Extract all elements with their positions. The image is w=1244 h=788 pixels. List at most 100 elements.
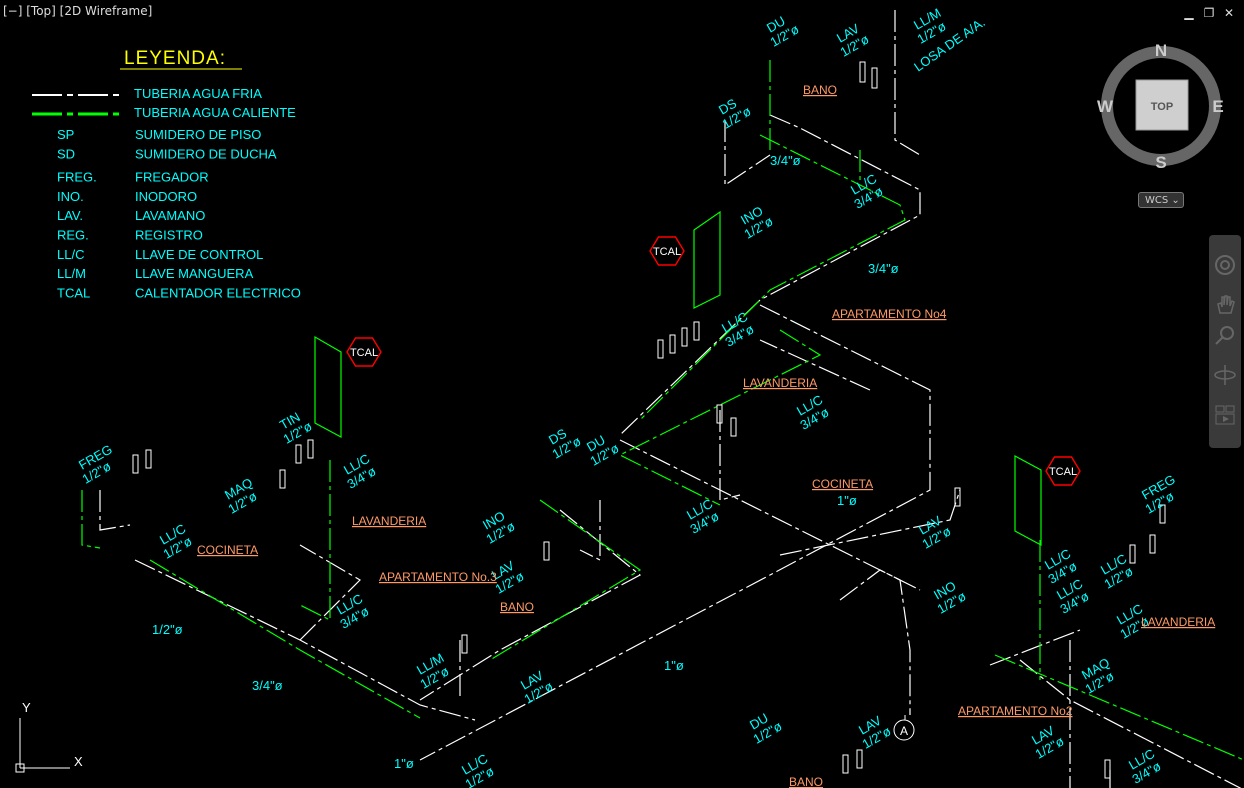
room-label: LAVANDERIA [743,376,817,390]
legend-item-desc: FREGADOR [135,170,209,185]
viewcube-top-face[interactable] [1135,79,1189,131]
legend-item-desc: SUMIDERO DE DUCHA [135,146,277,161]
fixture-annotation: LL/C3/4"ø [341,451,379,492]
fixture-annotation: LL/C3/4"ø [848,171,886,212]
legend-item-abbr: LL/M [57,266,86,281]
orbit-icon[interactable] [1213,363,1237,387]
pipe-size-label: 1/2"ø [152,622,183,637]
pan-hand-icon[interactable] [1213,293,1237,317]
ucs-icon: Y X [15,700,83,773]
room-label: LAVANDERIA [352,514,426,528]
legend-item-desc: LLAVE DE CONTROL [135,247,263,262]
legend-item-abbr: SD [57,146,75,161]
showmotion-icon[interactable] [1213,403,1237,427]
fixture-annotation: LL/C3/4"ø [684,496,722,537]
heater-hexagon [1045,456,1081,486]
fixture-annotation: LL/C3/4"ø [334,591,372,632]
fixture-annotation: LL/M1/2"ø [414,650,452,692]
pipe-size-label: 1"ø [837,493,857,508]
heater-hexagon [346,337,382,367]
legend-item-abbr: TCAL [57,285,90,300]
minimize-button[interactable]: ▁ [1184,6,1194,20]
heater-bodies [314,210,1042,547]
fixture-annotation: DU1/2"ø [584,432,622,469]
room-label: COCINETA [812,477,873,491]
fixture-annotation: LL/C1/2"ø [157,521,195,562]
fixture-annotation: DU1/2"ø [764,13,802,50]
room-label: APARTAMENTO No2 [958,704,1073,718]
fixture-annotation: LL/C3/4"ø [1126,746,1164,787]
legend-item-desc: INODORO [135,189,197,204]
viewport-controls-label[interactable]: [−] [Top] [2D Wireframe] [3,4,153,18]
fixture-annotation: LL/C1/2"ø [459,751,497,788]
close-button[interactable]: ✕ [1223,6,1235,20]
pipe-size-label: 3/4"ø [252,678,283,693]
viewcube-south[interactable]: S [1155,153,1166,172]
legend-item-desc: LAVAMANO [135,208,205,223]
legend-title: LEYENDA: [124,48,226,69]
viewcube-north[interactable]: N [1155,41,1167,60]
legend-item-abbr: FREG. [57,170,97,185]
legend-hot-label: TUBERIA AGUA CALIENTE [134,105,296,120]
hot-water-piping [81,60,1244,761]
viewcube-east[interactable]: E [1212,97,1223,116]
room-label: COCINETA [197,543,258,557]
legend-cold-label: TUBERIA AGUA FRIA [134,86,262,101]
pipe-size-label: 1"ø [394,756,414,771]
room-label: APARTAMENTO No.3 [379,570,497,584]
pipe-size-label: 3/4"ø [868,261,899,276]
heater-label: TCAL [350,347,378,359]
fixture-annotation: DS1/2"ø [546,425,584,461]
pipe-size-label: 1"ø [664,658,684,673]
heater-label: TCAL [1049,466,1077,478]
fixture-annotation: DS1/2"ø [716,95,754,131]
fixture-stubs [132,61,1166,779]
wcs-label: WCS [1145,195,1169,206]
room-label: BANO [789,775,823,788]
viewcube-west[interactable]: W [1097,97,1114,116]
legend-item-desc: CALENTADOR ELECTRICO [135,285,301,300]
marker-label: A [900,724,908,738]
legend-item-abbr: LL/C [57,247,84,262]
ucs-y-label: Y [22,700,31,715]
legend-item-desc: LLAVE MANGUERA [135,266,254,281]
viewcube-face-label[interactable]: TOP [1151,101,1173,113]
fixture-annotation: LL/C3/4"ø [719,309,757,350]
legend-item-abbr: LAV. [57,208,83,223]
legend-item-abbr: INO. [57,189,84,204]
legend-item-desc: REGISTRO [135,228,203,243]
navigation-bar [1209,235,1241,448]
legend-item-abbr: SP [57,127,74,142]
zoom-icon[interactable] [1213,323,1237,347]
steering-wheel-icon[interactable] [1213,253,1237,277]
legend-item-desc: SUMIDERO DE PISO [135,127,261,142]
room-label: BANO [500,600,534,614]
wcs-menu-button[interactable]: WCS ⌄ [1138,192,1184,208]
viewcube[interactable]: TOP N S E W [1097,41,1224,172]
heater-label: TCAL [653,246,681,258]
fixture-annotation: DU1/2"ø [747,710,785,747]
section-marker: A [893,715,915,741]
chevron-down-icon: ⌄ [1171,195,1180,206]
restore-button[interactable]: ❐ [1203,6,1215,20]
room-label: BANO [803,83,837,97]
cold-water-piping [99,10,1242,788]
legend: LEYENDA: TUBERIA AGUA FRIA TUBERIA AGUA … [32,48,301,300]
room-label: LAVANDERIA [1141,615,1215,629]
